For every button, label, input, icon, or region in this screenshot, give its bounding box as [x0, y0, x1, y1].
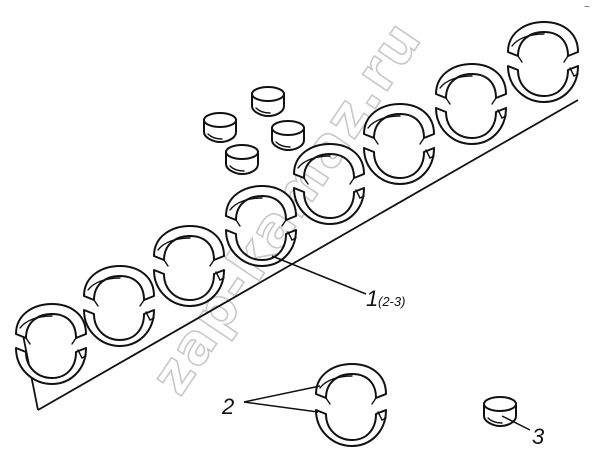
bushing-1	[203, 112, 237, 143]
callout-3-number: 3	[532, 424, 545, 449]
leader-2a	[243, 385, 321, 403]
bushing-2	[251, 86, 285, 117]
bearing-shell-pair-1	[15, 303, 87, 385]
callout-1-range: (2-3)	[378, 294, 405, 309]
leader-lines	[243, 255, 531, 431]
callout-2-number: 2	[221, 394, 234, 419]
bearing-shell-pair-8	[507, 21, 579, 103]
bushing-detail	[483, 396, 517, 427]
bearing-shell-pair-2	[83, 265, 155, 347]
bearing-shell-pair-6	[363, 103, 435, 185]
main-bearing-shell-set	[15, 21, 579, 385]
bearing-shell-pair-7	[435, 63, 507, 145]
bushing-3	[271, 120, 305, 151]
bearing-shell-pair-detail	[315, 363, 387, 447]
corner-mark: ~	[584, 2, 590, 13]
bushing-4	[225, 144, 259, 175]
leader-2b	[243, 401, 319, 413]
leader-3	[501, 415, 531, 431]
leader-1	[271, 255, 367, 295]
callout-1-number: 1	[366, 286, 378, 311]
